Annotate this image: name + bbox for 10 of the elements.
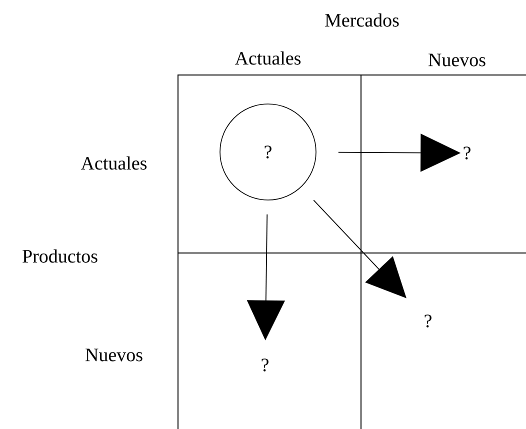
question-mark: ? xyxy=(424,314,432,328)
row-header: Nuevos xyxy=(86,348,142,362)
column-header: Nuevos xyxy=(428,54,486,66)
column-header: Actuales xyxy=(234,51,301,65)
axis-title: Productos xyxy=(22,249,98,263)
question-mark: ? xyxy=(464,146,470,160)
row-header: Actuales xyxy=(80,156,147,170)
axis-title: Mercados xyxy=(325,13,399,27)
circle-node: ? xyxy=(220,104,316,200)
question-mark: ? xyxy=(262,358,268,372)
